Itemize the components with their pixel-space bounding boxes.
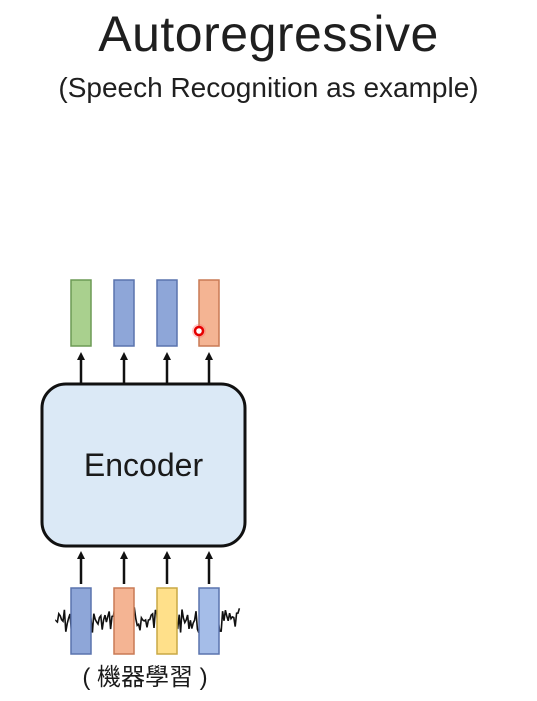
output-vectors — [70, 279, 220, 347]
output-vector — [70, 279, 92, 347]
slide-title: Autoregressive — [98, 6, 439, 62]
encoder-label: Encoder — [83, 447, 204, 483]
output-arrows — [77, 352, 213, 384]
input-caption: ( 機器學習 ) — [82, 664, 208, 691]
input-vector — [156, 587, 178, 655]
input-vector — [113, 587, 135, 655]
laser-pointer-dot — [192, 324, 206, 338]
output-vector — [113, 279, 135, 347]
output-vector — [156, 279, 178, 347]
input-vector — [198, 587, 220, 655]
input-vector — [70, 587, 92, 655]
slide-subtitle: (Speech Recognition as example) — [58, 72, 479, 103]
encoder-box — [40, 382, 247, 548]
input-arrows — [77, 551, 213, 584]
input-vectors — [70, 587, 220, 655]
